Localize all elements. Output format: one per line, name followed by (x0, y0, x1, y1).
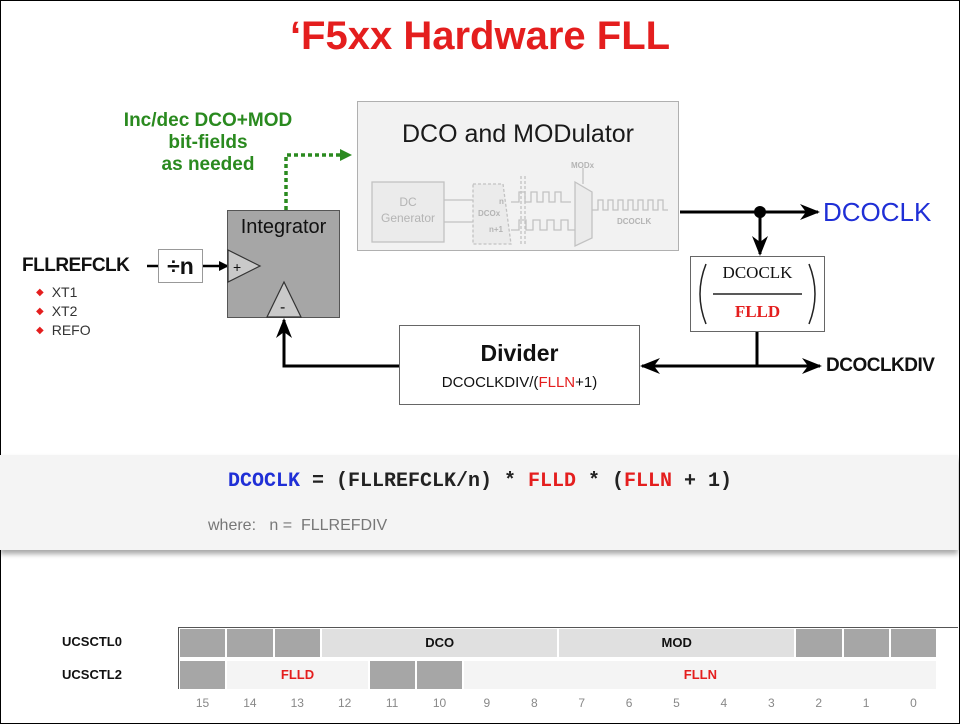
mux-shape (574, 180, 593, 248)
generator-label: Generator (381, 211, 435, 225)
modx-label: MODx (571, 161, 595, 170)
register-name: UCSCTL0 (62, 634, 122, 649)
flld-divider-block (690, 256, 825, 332)
bit-number: 1 (862, 696, 870, 710)
square-wave-a (511, 191, 571, 203)
bit-number: 0 (910, 696, 917, 710)
bitfield-flln: FLLN (463, 660, 938, 690)
bitfield-flld: FLLD (226, 660, 369, 690)
source-item: ◆XT1 (36, 284, 78, 300)
bit-number: 10 (432, 696, 447, 710)
prescaler-box: ÷n (158, 249, 203, 283)
dc-label: DC (399, 195, 417, 209)
bit-number: 13 (290, 696, 304, 710)
fraction-numerator: DCOCLK (722, 263, 793, 282)
reserved-bit (273, 628, 322, 658)
dco-modulator-title: DCO and MODulator (401, 120, 635, 148)
register-table-left-border (178, 627, 179, 689)
source-list: ◆XT1 ◆XT2 ◆REFO (36, 283, 91, 340)
bit-number: 14 (243, 696, 257, 710)
feedback-note: Inc/dec DCO+MOD bit-fields as needed (88, 110, 328, 176)
bit-number: 9 (483, 696, 491, 710)
reserved-bit (416, 660, 464, 690)
reserved-bit (368, 660, 416, 690)
square-wave-out (592, 199, 668, 211)
fllrefclk-label: FLLREFCLK (22, 255, 130, 276)
fraction-denominator: FLLD (734, 302, 781, 321)
dcoclk-inner-label: DCOCLK (617, 217, 651, 226)
minus-input-triangle (266, 280, 302, 318)
n-label: n (499, 197, 504, 206)
source-item: ◆XT2 (36, 303, 78, 319)
divider-title: Divider (480, 340, 559, 366)
dcoclk-output-label: DCOCLK (823, 197, 932, 227)
divider-feedback (276, 318, 399, 368)
slide-title: ‘F5xx Hardware FLL (289, 14, 671, 58)
bit-number: 8 (530, 696, 538, 710)
dco-internal-diagram: DC Generator n DCOx n+1 MODx DCOCLK (371, 161, 668, 248)
bit-number: 15 (195, 696, 210, 710)
register-table-top-border (178, 627, 958, 628)
dcoclkdiv-output-label: DCOCLKDIV (826, 355, 935, 376)
reserved-bit (795, 628, 843, 658)
formula-band (0, 455, 958, 550)
feedback-note-line: Inc/dec DCO+MOD (123, 110, 293, 131)
minus-sign: - (280, 299, 285, 316)
feedback-note-line: bit-fields (168, 132, 248, 153)
bitfield-dco: DCO (321, 628, 559, 658)
integrator-inputs: + - (227, 249, 302, 318)
bit-number: 4 (720, 696, 728, 710)
plus-input-triangle (227, 249, 262, 283)
divider-block (399, 325, 640, 405)
reserved-bit (179, 628, 227, 658)
dcoclk-formula: DCOCLK = (FLLREFCLK/n) * FLLD * (FLLN + … (227, 470, 733, 493)
dcox-label: DCOx (478, 209, 501, 218)
dcox-box (472, 183, 512, 245)
formula-where: where: n = FLLREFDIV (208, 517, 388, 534)
bit-number: 12 (338, 696, 352, 710)
fraction-parens (699, 263, 816, 325)
dc-generator-box (371, 181, 445, 243)
bit-number: 2 (815, 696, 823, 710)
bit-number: 5 (673, 696, 680, 710)
n-plus-1-label: n+1 (489, 225, 504, 234)
register-name: UCSCTL2 (62, 667, 122, 682)
integrator-label: Integrator (240, 216, 327, 238)
bitfield-mod: MOD (558, 628, 796, 658)
bit-number: 11 (385, 696, 399, 710)
bit-number: 6 (625, 696, 633, 710)
plus-sign: + (233, 259, 241, 275)
reserved-bit (842, 628, 890, 658)
feedback-note-line: as needed (161, 154, 255, 175)
reserved-bit (226, 628, 274, 658)
bit-number: 3 (767, 696, 775, 710)
bit-number: 7 (578, 696, 586, 710)
reserved-bit (179, 660, 227, 690)
source-item: ◆REFO (36, 322, 91, 338)
reserved-bit (890, 628, 938, 658)
square-wave-b (511, 219, 578, 231)
divider-subtitle: DCOCLKDIV/(FLLN+1) (441, 374, 598, 391)
